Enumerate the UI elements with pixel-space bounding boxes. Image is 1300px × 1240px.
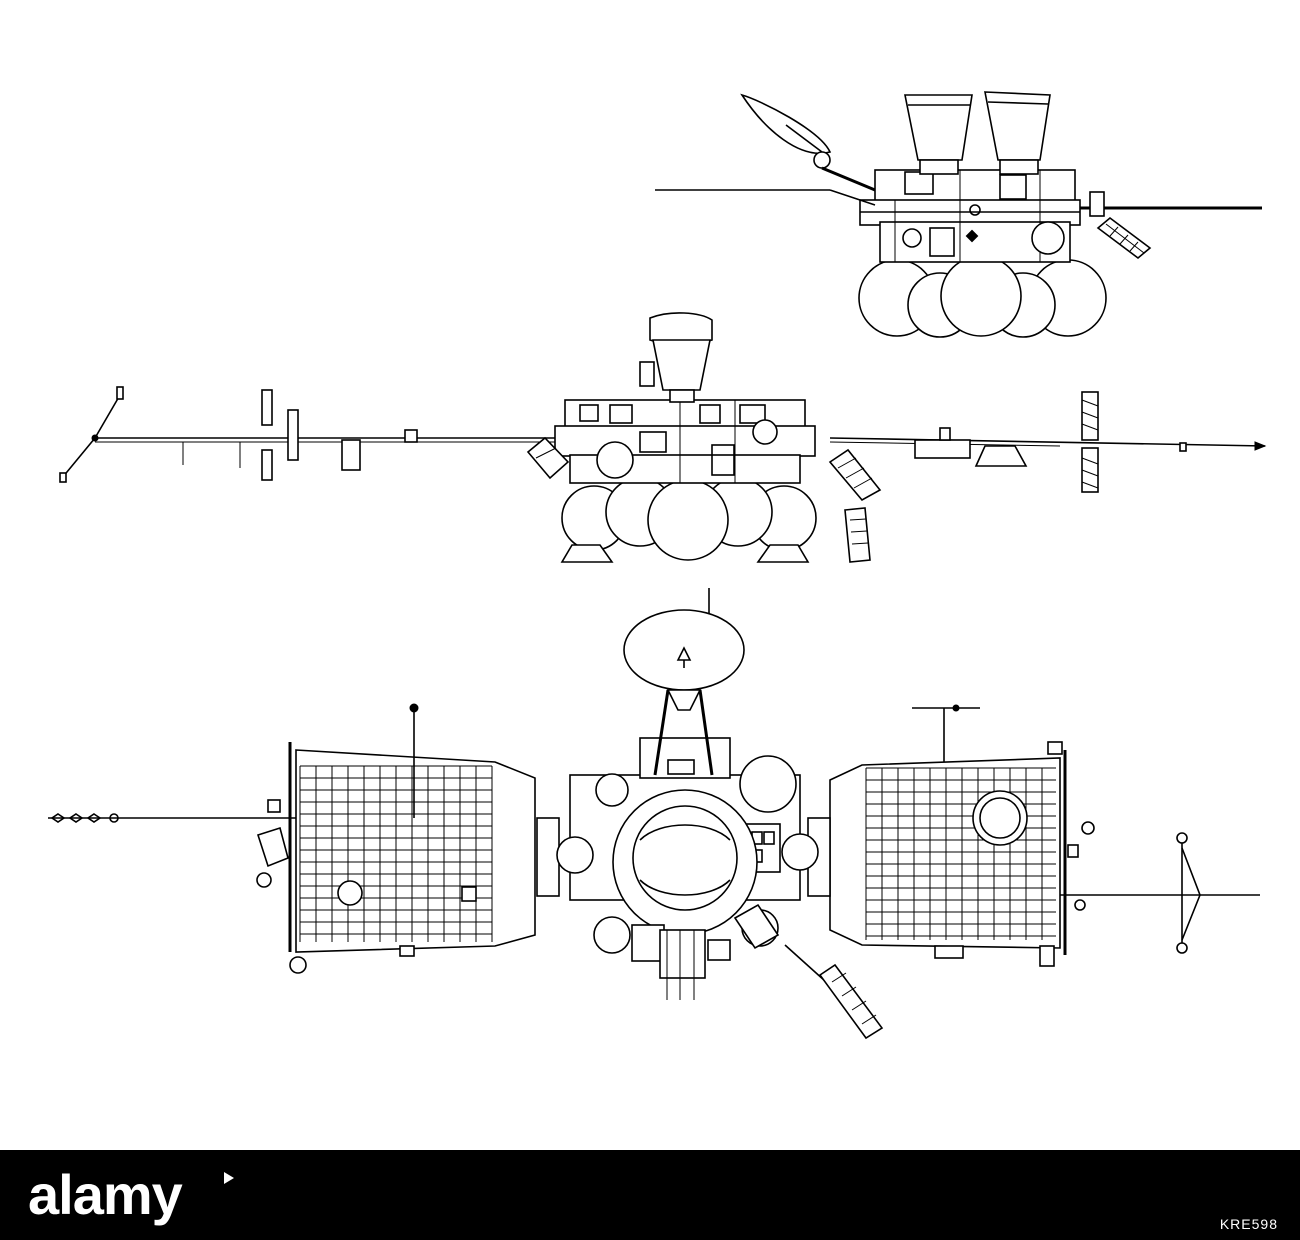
solar-panel-side [1089, 191, 1152, 260]
panel-right [828, 448, 882, 502]
solar-array-right [829, 704, 1095, 967]
fuel-tanks [560, 477, 817, 563]
brand-mark-icon [224, 1172, 234, 1184]
spacecraft-view-plan [48, 588, 1260, 1040]
watermark-banner: alamy KRE598 [0, 1150, 1300, 1240]
dish-antenna [623, 588, 745, 776]
spacecraft-view-side [59, 312, 1267, 563]
camera-housing [639, 312, 713, 403]
main-body [859, 169, 1081, 263]
main-body [536, 737, 831, 1000]
spacecraft-view-top [655, 91, 1262, 338]
watermark-stock-id: KRE598 [1219, 1216, 1278, 1232]
panel-left [526, 436, 570, 480]
main-body [554, 399, 816, 484]
watermark-brand: alamy [28, 1163, 183, 1226]
boom-right [829, 437, 1266, 447]
fuel-tanks [858, 255, 1107, 338]
spacecraft-drawing [48, 91, 1267, 1040]
dish-antenna [740, 93, 876, 206]
camera-housings [904, 91, 1051, 175]
deployable-panel [784, 944, 884, 1040]
solar-array-left [256, 703, 536, 974]
